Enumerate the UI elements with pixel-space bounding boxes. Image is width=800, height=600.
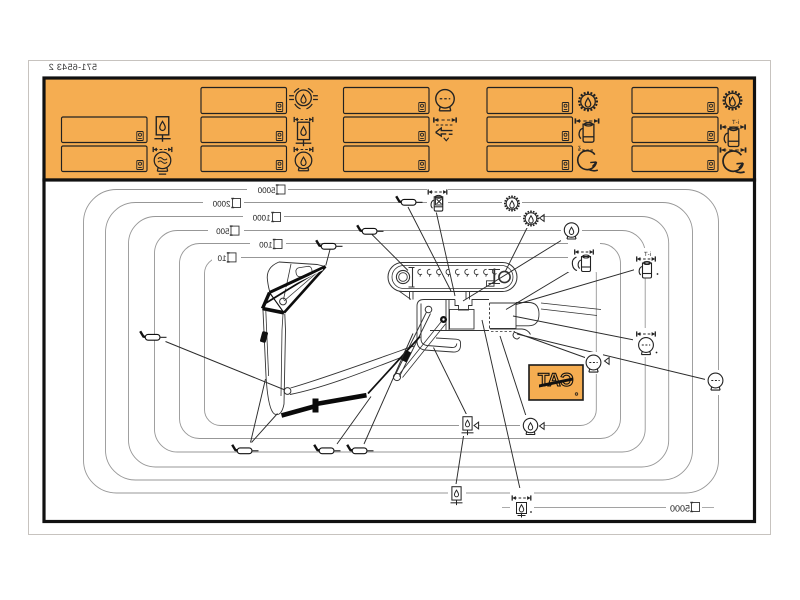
svg-text:i-T: i-T [732,119,739,126]
svg-text:10: 10 [217,254,226,263]
svg-text:5000: 5000 [257,186,275,195]
svg-text:571-6543 2: 571-6543 2 [48,62,97,72]
svg-text:500: 500 [216,227,230,236]
svg-text:i-T: i-T [644,251,651,258]
svg-text:5000: 5000 [670,503,690,513]
svg-text:z: z [578,145,581,151]
svg-text:100: 100 [259,240,273,249]
svg-text:1000: 1000 [252,213,270,222]
svg-text:2000: 2000 [212,199,230,208]
